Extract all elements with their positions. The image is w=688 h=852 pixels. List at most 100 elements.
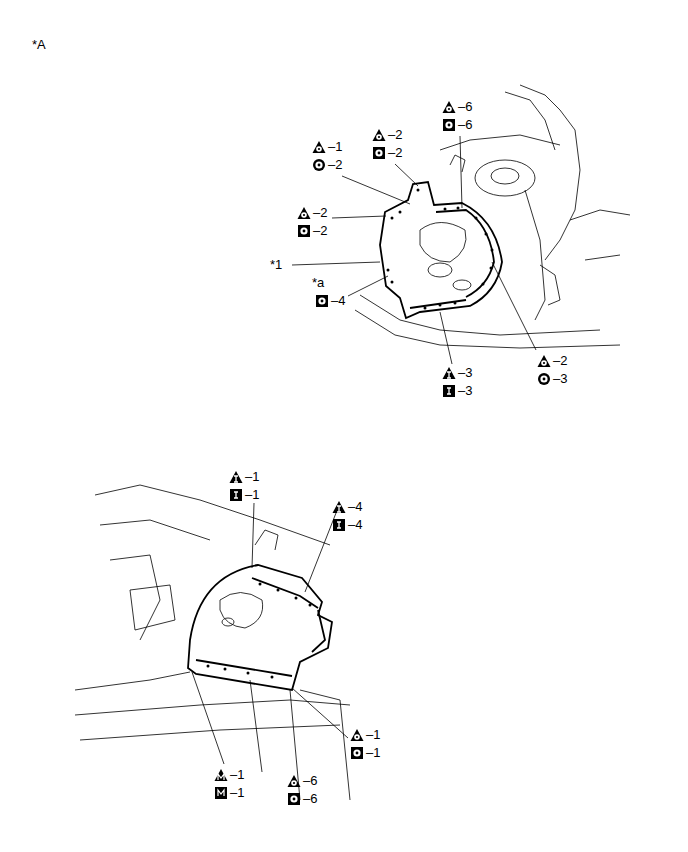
callout-label: *a — [312, 276, 324, 290]
icon-part — [301, 212, 307, 218]
icon-part — [543, 362, 545, 364]
icon-part — [321, 300, 324, 303]
symbol-number: –3 — [553, 372, 567, 386]
icon-part — [218, 774, 224, 780]
repair-symbol — [313, 159, 325, 171]
icon-part — [351, 729, 364, 741]
repair-symbol — [215, 787, 227, 799]
icon-part — [303, 230, 306, 233]
icon-part — [373, 129, 386, 141]
icon-part — [318, 164, 321, 167]
icon-part — [354, 734, 360, 740]
icon-part — [234, 476, 238, 482]
icon-part — [333, 519, 345, 531]
repair-symbol — [230, 489, 242, 501]
symbol-number: –1 — [366, 728, 380, 742]
icon-part — [378, 136, 380, 138]
symbol-number: –4 — [331, 294, 345, 308]
icon-part — [298, 225, 310, 237]
icon-part — [288, 775, 301, 787]
icon-part — [351, 747, 363, 759]
icon-part — [448, 108, 450, 110]
icon-part — [445, 121, 452, 128]
symbol-number: –6 — [458, 118, 472, 132]
repair-symbol — [373, 147, 385, 159]
icon-part — [541, 360, 547, 366]
icon-part — [538, 355, 551, 367]
repair-symbol — [443, 385, 455, 397]
symbol-number: –2 — [328, 158, 342, 172]
icon-part — [318, 297, 325, 304]
symbol-number: –6 — [303, 774, 317, 788]
symbol-number: –3 — [458, 384, 472, 398]
icon-part — [356, 736, 358, 738]
symbol-number: –3 — [458, 366, 472, 380]
icon-part — [293, 798, 296, 801]
symbol-number: –1 — [230, 786, 244, 800]
repair-symbol — [333, 519, 345, 531]
icon-part — [443, 119, 455, 131]
repair-symbol — [443, 367, 456, 379]
icon-part — [447, 388, 451, 394]
symbol-number: –1 — [245, 470, 259, 484]
icon-part — [313, 159, 325, 171]
symbol-number: –4 — [348, 500, 362, 514]
icon-part — [230, 471, 243, 483]
repair-symbol — [316, 295, 328, 307]
icon-part — [293, 782, 295, 784]
icon-part — [288, 793, 300, 805]
repair-symbol — [298, 207, 311, 219]
repair-symbol — [215, 769, 228, 781]
icon-part — [300, 227, 307, 234]
icon-part — [337, 522, 341, 528]
symbol-number: –1 — [230, 768, 244, 782]
repair-symbol — [538, 373, 550, 385]
icon-part — [303, 214, 305, 216]
icon-part — [234, 492, 238, 498]
repair-symbol — [351, 747, 363, 759]
icon-part — [337, 506, 341, 512]
repair-symbol — [298, 225, 310, 237]
icon-part — [538, 373, 550, 385]
symbol-number: –2 — [388, 128, 402, 142]
icon-part — [447, 372, 451, 378]
repair-symbol — [288, 793, 300, 805]
symbol-number: –1 — [245, 488, 259, 502]
callout-label: *1 — [270, 258, 282, 272]
repair-symbol — [230, 471, 243, 483]
symbol-number: –2 — [313, 206, 327, 220]
repair-symbol — [313, 141, 326, 153]
repair-symbol — [288, 775, 301, 787]
icon-part — [375, 149, 382, 156]
icon-part — [215, 769, 228, 781]
icon-part — [446, 106, 452, 112]
icon-part — [443, 367, 456, 379]
symbol-number: –2 — [313, 224, 327, 238]
symbol-number: –1 — [328, 140, 342, 154]
body-structure-top — [355, 85, 630, 348]
icon-part — [373, 147, 385, 159]
icon-part — [290, 795, 297, 802]
icon-part — [298, 207, 311, 219]
spot-welds-top — [387, 189, 494, 310]
symbol-number: –1 — [366, 746, 380, 760]
repair-symbol — [333, 501, 346, 513]
callout-label: *A — [32, 38, 46, 52]
icon-part — [315, 161, 322, 168]
icon-part — [353, 749, 360, 756]
icon-part — [316, 295, 328, 307]
icon-part — [218, 790, 224, 796]
icon-part — [448, 124, 451, 127]
wheelhouse-apron-top — [380, 182, 502, 318]
symbol-number: –2 — [553, 354, 567, 368]
symbol-number: –4 — [348, 518, 362, 532]
icon-part — [316, 146, 322, 152]
icon-part — [313, 141, 326, 153]
icon-part — [376, 134, 382, 140]
icon-part — [543, 378, 546, 381]
symbol-icons — [215, 101, 551, 805]
repair-symbol — [443, 119, 455, 131]
icon-part — [356, 752, 359, 755]
icon-part — [215, 787, 227, 799]
